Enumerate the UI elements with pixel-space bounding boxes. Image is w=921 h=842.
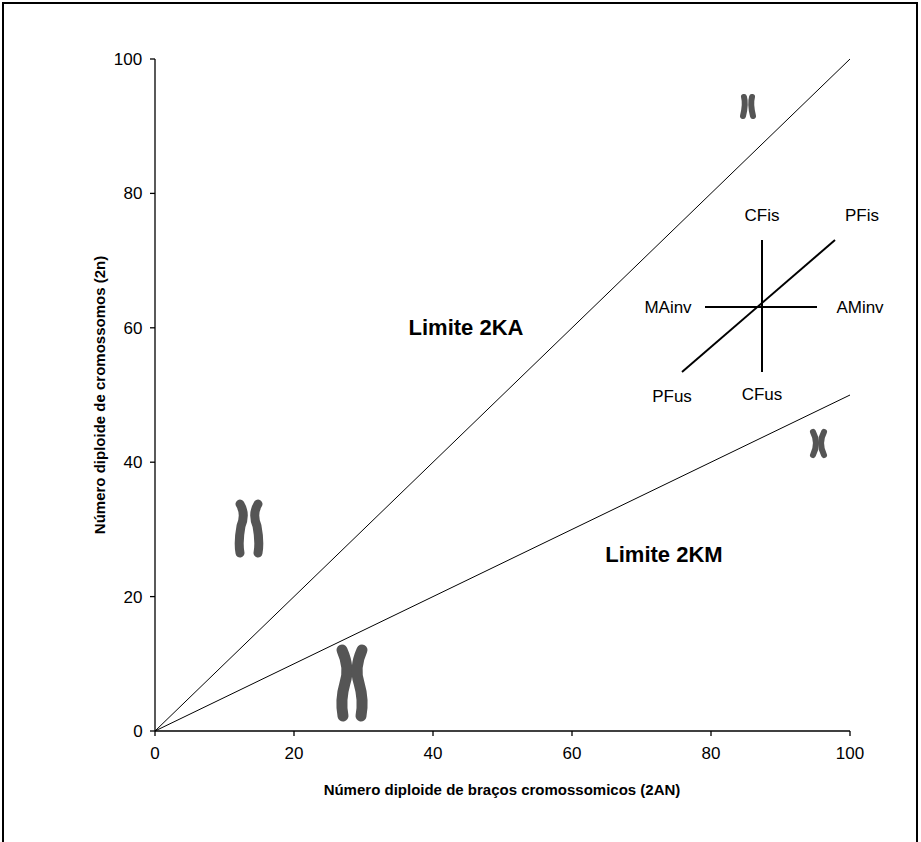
- chromosome-icons: [239, 97, 824, 716]
- rearrangement-label: MAinv: [643, 299, 692, 316]
- x-tick: 60: [563, 745, 582, 762]
- rearrangement-label: PFus: [651, 388, 693, 405]
- small-metacentric-chromosome: [813, 432, 824, 455]
- rearrangement-label: CFis: [744, 207, 781, 224]
- frame: [3, 3, 917, 842]
- metacentric-chromosome: [342, 650, 362, 716]
- x-tick: 100: [836, 745, 864, 762]
- y-tick: 80: [124, 185, 143, 202]
- axes: [150, 59, 850, 736]
- y-tick: 0: [133, 723, 142, 740]
- x-tick: 20: [285, 745, 304, 762]
- y-axis-title: Número diploide de cromossomos (2n): [92, 256, 107, 534]
- limit-label: Limite 2KM: [605, 544, 722, 566]
- submetacentric-chromosome: [239, 504, 259, 553]
- x-axis-title: Número diploide de braços cromossomicos …: [324, 782, 681, 797]
- limit-lines: [155, 59, 850, 731]
- rearrangement-label: CFus: [741, 386, 784, 403]
- x-tick: 40: [424, 745, 443, 762]
- limit-label: Limite 2KA: [409, 317, 524, 339]
- rearrangement-label: PFis: [844, 207, 880, 224]
- rearrangement-label: AMinv: [835, 299, 884, 316]
- y-tick: 100: [114, 51, 142, 68]
- rearrangement-cross: [682, 240, 835, 372]
- x-tick: 80: [702, 745, 721, 762]
- y-tick: 20: [124, 588, 143, 605]
- y-tick: 40: [124, 454, 143, 471]
- y-tick: 60: [124, 319, 143, 336]
- acrocentric-chromosome: [743, 97, 753, 116]
- x-tick: 0: [150, 745, 159, 762]
